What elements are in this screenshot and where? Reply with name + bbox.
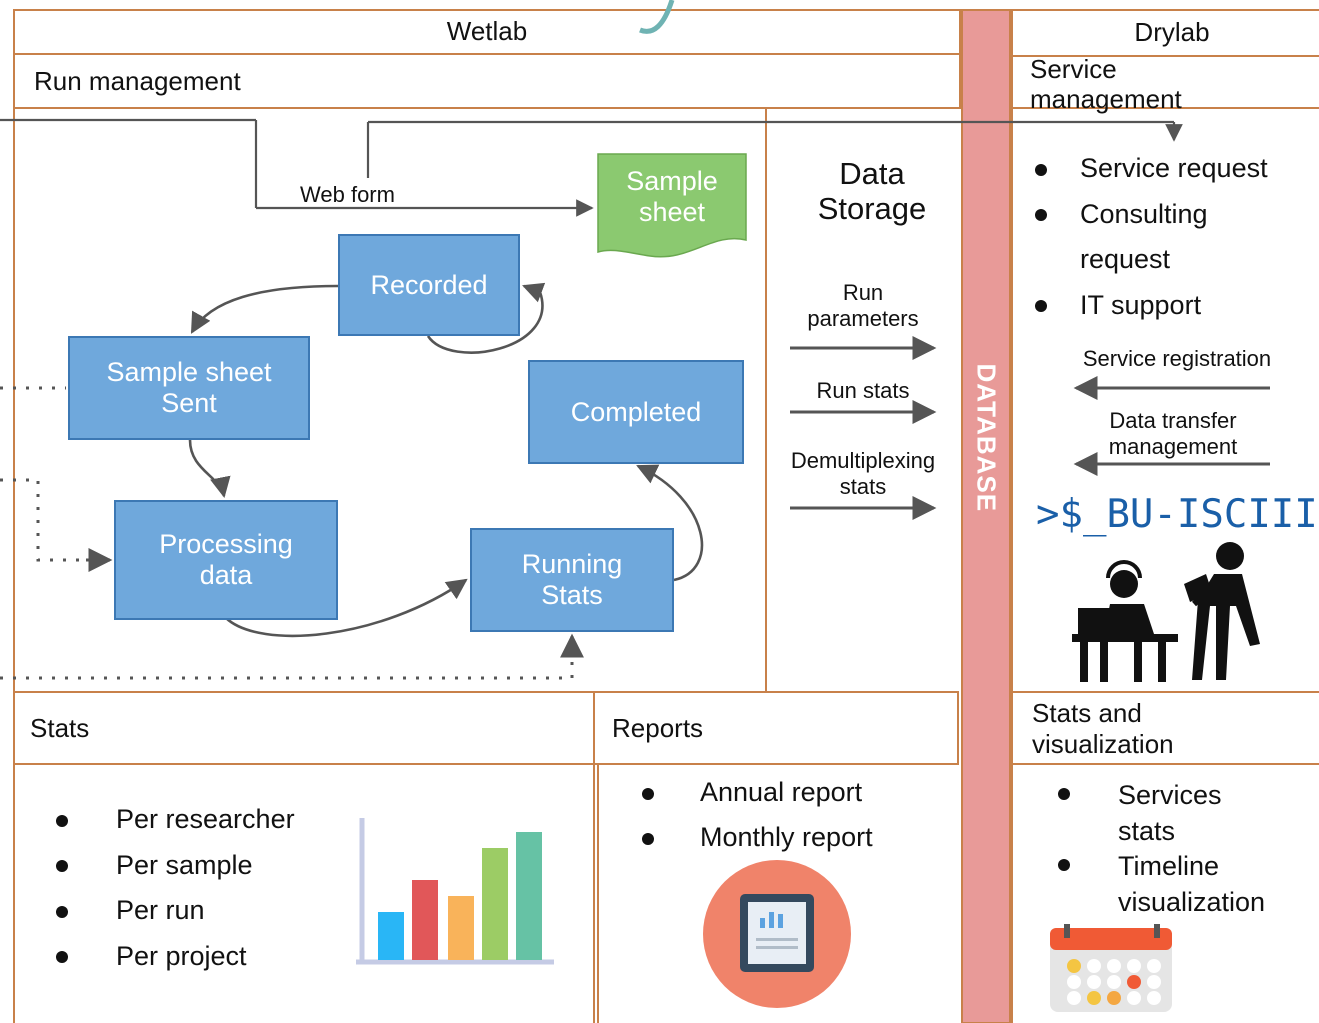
stats-visualization-line-1: Stats and [1032, 698, 1142, 728]
bullet [642, 833, 654, 845]
service-management-line-2: management [1030, 84, 1182, 114]
stats-item-project: Per project [116, 941, 247, 971]
state-processing-data: Processing data [114, 500, 338, 620]
flow-run-stats-line-1: Run stats [816, 378, 910, 403]
state-running-stats-line-2: Stats [541, 580, 603, 610]
wetlab-title: Wetlab [446, 16, 528, 46]
bullet [56, 906, 68, 918]
support-people-icon [1072, 542, 1260, 682]
database-label: DATABASE [962, 363, 1010, 513]
bu-isciii-logo: >$_BU-ISCIII [1036, 492, 1318, 537]
flow-data-transfer-line-2: management [1108, 434, 1238, 459]
bullet [1058, 859, 1070, 871]
stats-visualization-line-2: visualization [1032, 729, 1174, 759]
bullet [56, 951, 68, 963]
timeline-line-1: Timeline [1118, 851, 1220, 881]
flow-run-parameters: Run parameters [780, 280, 946, 332]
web-form-label: Web form [300, 182, 395, 207]
reports-item-monthly: Monthly report [700, 822, 873, 852]
state-running-stats: Running Stats [470, 528, 674, 632]
stats-bar-chart-icon [356, 818, 554, 965]
data-storage-line-2: Storage [817, 191, 927, 226]
flow-data-transfer-line-1: Data transfer [1109, 408, 1237, 433]
state-sample-sheet-sent: Sample sheet Sent [68, 336, 310, 440]
state-recorded-label: Recorded [370, 269, 488, 300]
state-sample-sheet-sent-line-1: Sample sheet [106, 357, 272, 387]
stats-item-run: Per run [116, 895, 205, 925]
sample-sheet-document [597, 153, 747, 258]
state-processing-data-line-2: data [199, 560, 253, 590]
flow-demultiplexing-stats: Demultiplexing stats [768, 448, 958, 500]
drylab-title: Drylab [1134, 17, 1210, 47]
state-completed: Completed [528, 360, 744, 464]
services-stats-item: Services stats [1118, 777, 1222, 849]
service-management-title: Service management [1030, 54, 1182, 114]
flow-demultiplexing-line-2: stats [839, 474, 887, 499]
flow-run-parameters-line-1: Run [842, 280, 884, 305]
bullet [1035, 209, 1047, 221]
bullet [1035, 164, 1047, 176]
bullet [1035, 300, 1047, 312]
stats-visualization-title: Stats and visualization [1032, 698, 1174, 760]
bullet [56, 815, 68, 827]
service-management-line-1: Service [1030, 54, 1117, 84]
sample-sheet-line-1: Sample [626, 166, 718, 196]
consulting-item: Consulting [1080, 199, 1208, 229]
data-storage-title: Data Storage [790, 156, 954, 226]
flow-service-registration: Service registration [1082, 346, 1272, 371]
reports-item-annual: Annual report [700, 777, 863, 807]
timeline-line-2: visualization [1118, 887, 1266, 917]
state-sample-sheet-sent-line-2: Sent [161, 388, 217, 418]
data-storage-line-1: Data [839, 156, 905, 191]
consulting-request-item: request [1080, 244, 1171, 274]
flow-run-parameters-line-2: parameters [807, 306, 919, 331]
sample-sheet-line-2: sheet [638, 197, 706, 227]
timeline-visualization-item: Timeline visualization [1118, 848, 1265, 920]
calendar-icon [1050, 924, 1172, 1012]
stats-item-researcher: Per researcher [116, 804, 295, 834]
state-running-stats-line-1: Running [521, 549, 623, 579]
bullet [56, 860, 68, 872]
sample-sheet-label: Sample sheet [598, 166, 746, 228]
flow-data-transfer: Data transfer management [1040, 408, 1306, 460]
bullet [1058, 788, 1070, 800]
stats-item-sample: Per sample [116, 850, 253, 880]
services-stats-line-2: stats [1118, 816, 1176, 846]
state-completed-label: Completed [570, 396, 702, 427]
database-label-text: DATABASE [971, 363, 1002, 513]
it-support-item: IT support [1080, 290, 1202, 320]
service-request-item: Service request [1080, 153, 1268, 183]
tablet-chart-icon [703, 860, 851, 1008]
reports-title: Reports [612, 713, 704, 743]
services-stats-line-1: Services [1118, 780, 1222, 810]
state-recorded: Recorded [338, 234, 520, 336]
flow-demultiplexing-line-1: Demultiplexing [790, 448, 936, 473]
run-management-title: Run management [34, 66, 241, 96]
state-processing-data-line-1: Processing [159, 529, 293, 559]
stats-title: Stats [30, 713, 90, 743]
flow-run-stats: Run stats [780, 378, 946, 404]
bullet [642, 788, 654, 800]
